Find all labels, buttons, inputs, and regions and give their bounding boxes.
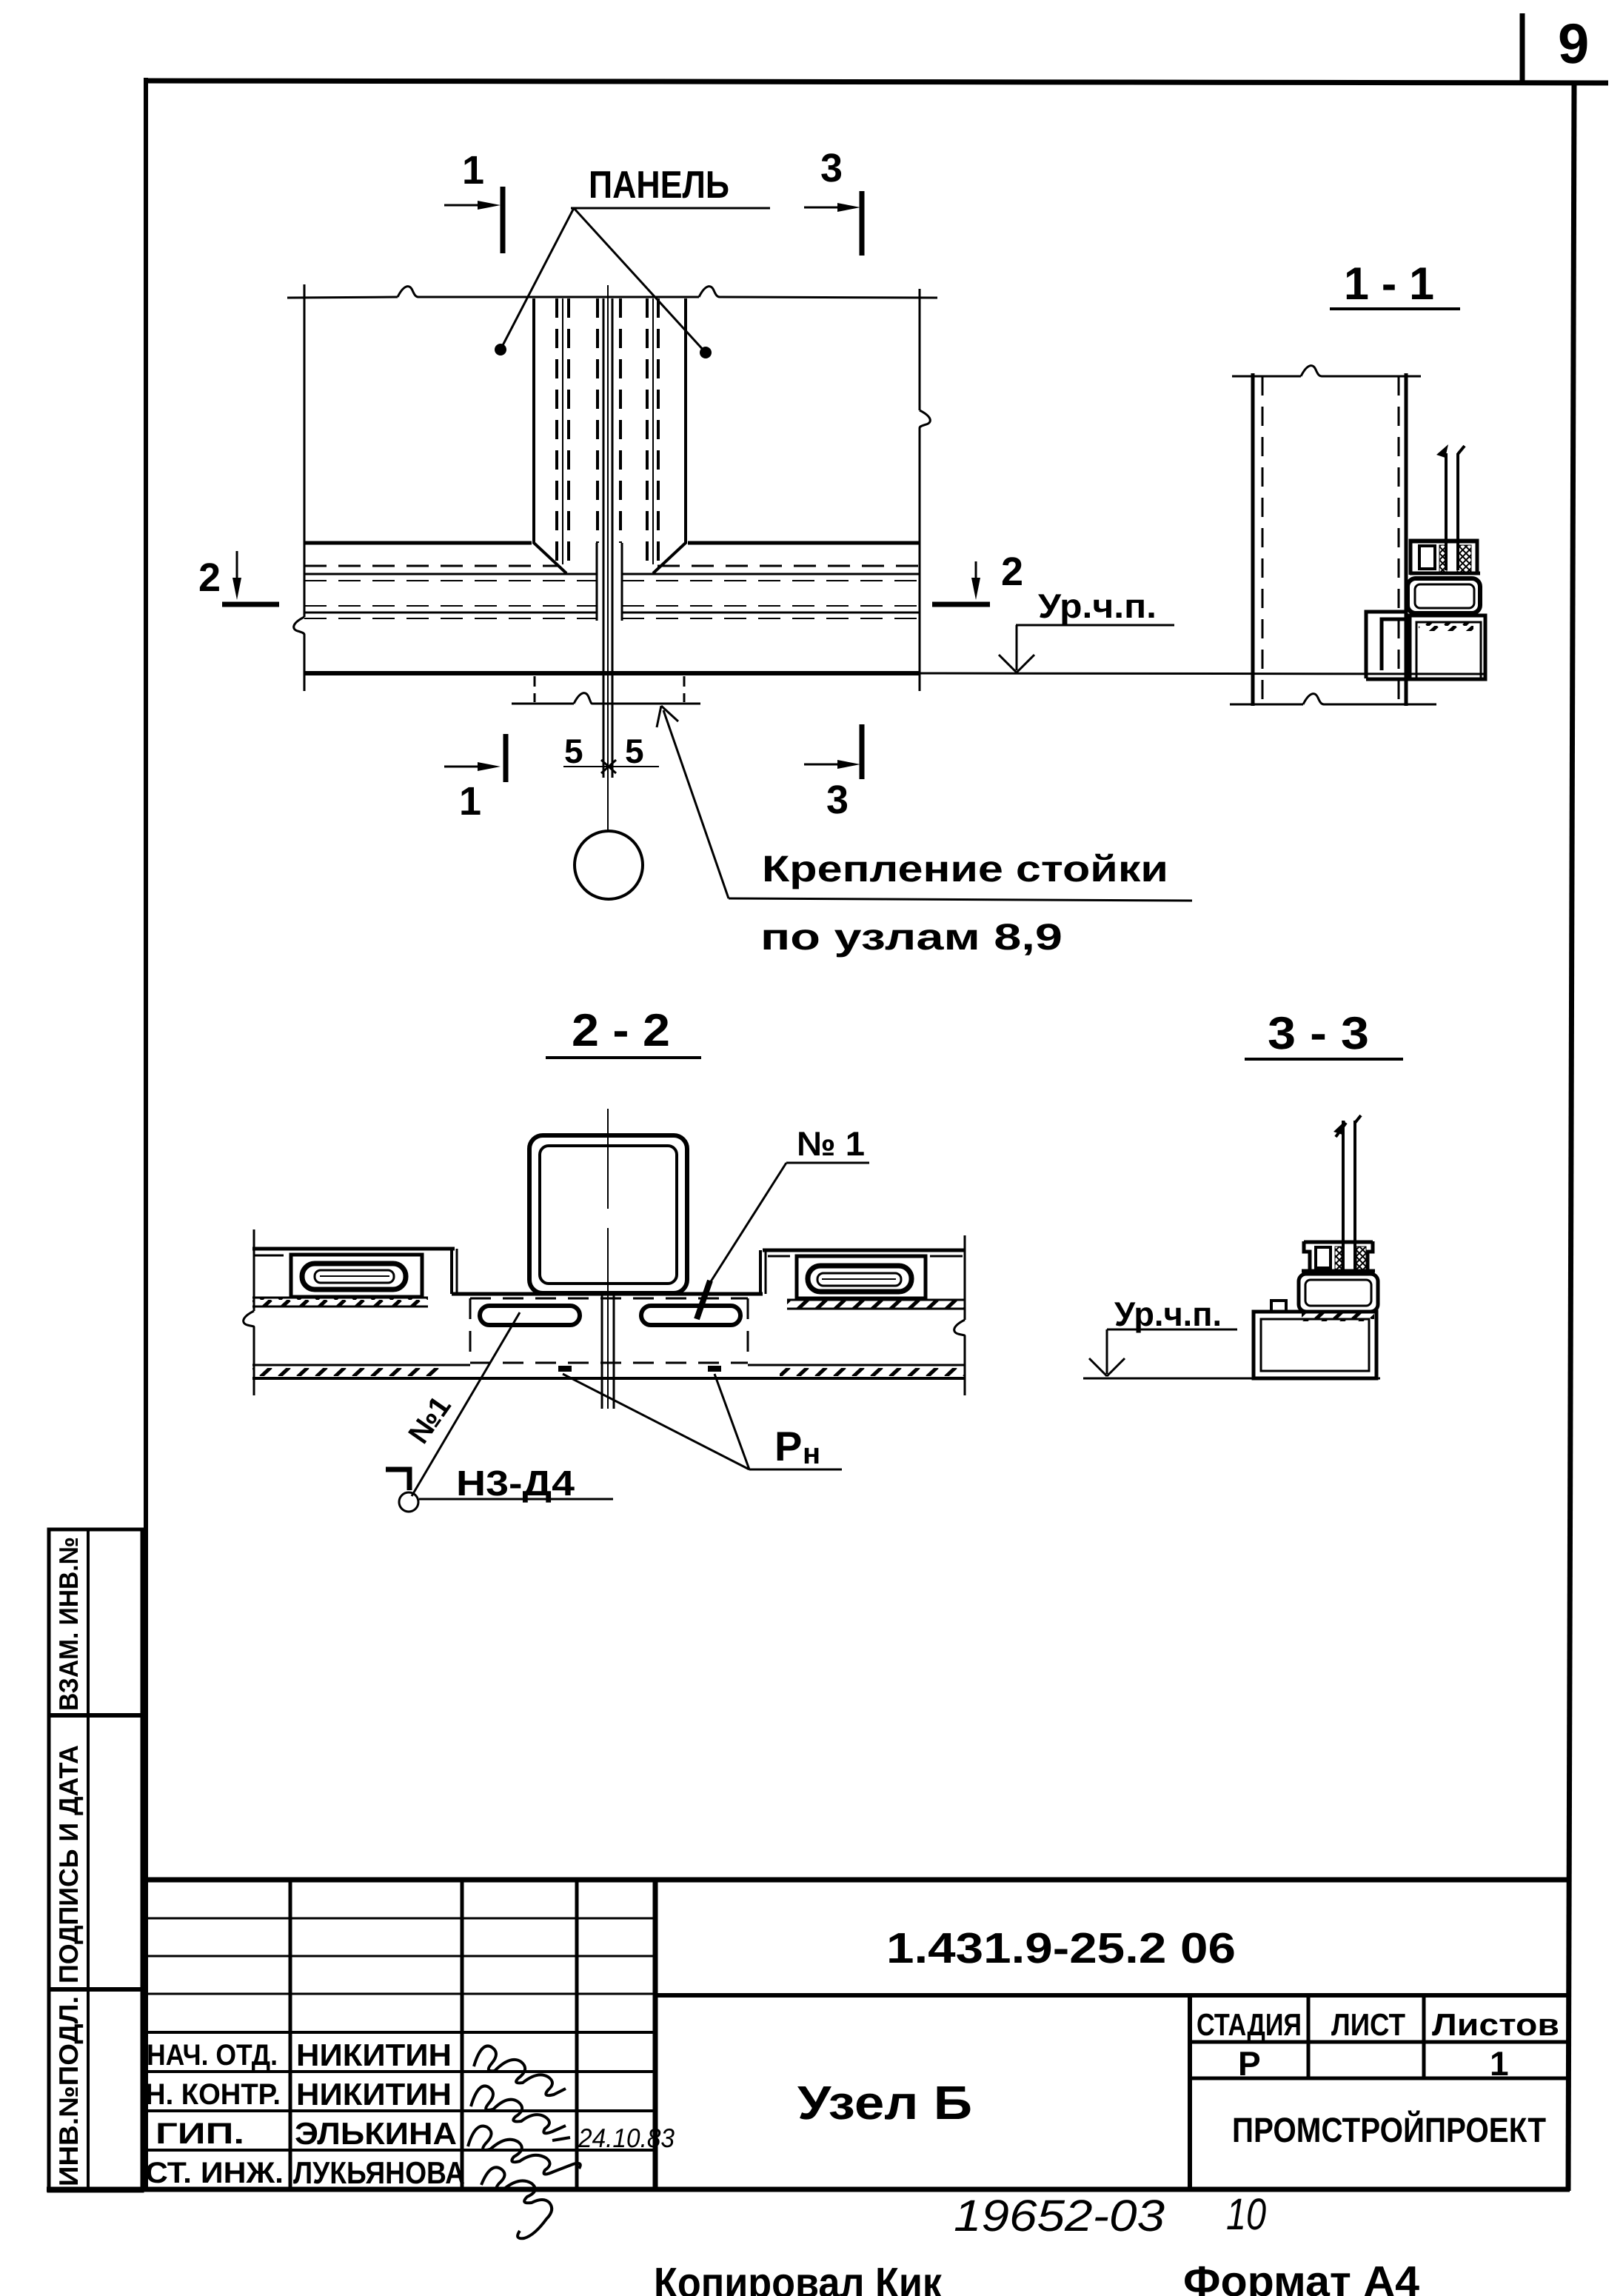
svg-text:ПРОМСТРОЙПРОЕКТ: ПРОМСТРОЙПРОЕКТ bbox=[1232, 2110, 1546, 2149]
svg-text:3: 3 bbox=[820, 146, 843, 190]
svg-text:Формат А4: Формат А4 bbox=[1183, 2257, 1419, 2296]
svg-text:Н. КОНТР.: Н. КОНТР. bbox=[145, 2078, 281, 2111]
svg-text:Ур.ч.п.: Ур.ч.п. bbox=[1038, 587, 1157, 625]
svg-text:НИКИТИН: НИКИТИН bbox=[296, 2038, 452, 2072]
svg-text:10: 10 bbox=[1226, 2189, 1266, 2239]
svg-text:ЭЛЬКИНА: ЭЛЬКИНА bbox=[295, 2116, 457, 2151]
svg-text:№1: №1 bbox=[402, 1390, 457, 1449]
svg-text:2: 2 bbox=[198, 555, 221, 600]
svg-text:ПАНЕЛЬ: ПАНЕЛЬ bbox=[589, 164, 729, 207]
svg-text:5: 5 bbox=[564, 732, 583, 770]
svg-text:3 - 3: 3 - 3 bbox=[1268, 1008, 1369, 1059]
svg-text:19652-03: 19652-03 bbox=[954, 2191, 1165, 2240]
svg-text:ИНВ.№ПОДЛ.: ИНВ.№ПОДЛ. bbox=[53, 1996, 84, 2186]
svg-text:н: н bbox=[803, 1438, 820, 1470]
svg-text:1: 1 bbox=[462, 148, 484, 193]
svg-text:ГИП.: ГИП. bbox=[155, 2118, 244, 2150]
svg-text:24.10.83: 24.10.83 bbox=[578, 2123, 675, 2153]
svg-text:по узлам 8,9: по узлам 8,9 bbox=[760, 916, 1063, 958]
svg-text:ЛИСТ: ЛИСТ bbox=[1331, 2007, 1405, 2042]
svg-text:ЛУКЬЯНОВА: ЛУКЬЯНОВА bbox=[293, 2155, 465, 2190]
svg-text:1 - 1: 1 - 1 bbox=[1344, 258, 1434, 310]
svg-text:5: 5 bbox=[625, 732, 644, 770]
svg-text:ВЗАМ. ИНВ.№: ВЗАМ. ИНВ.№ bbox=[53, 1537, 84, 1711]
svg-text:Ур.ч.п.: Ур.ч.п. bbox=[1114, 1295, 1222, 1333]
svg-text:Р: Р bbox=[774, 1423, 802, 1469]
svg-text:Н3-Д4: Н3-Д4 bbox=[456, 1464, 575, 1504]
svg-text:Копировал Кик: Копировал Кик bbox=[654, 2259, 943, 2296]
svg-text:2: 2 bbox=[1001, 550, 1023, 594]
svg-text:№ 1: № 1 bbox=[797, 1124, 865, 1163]
svg-text:Узел Б: Узел Б bbox=[797, 2076, 972, 2129]
svg-text:Листов: Листов bbox=[1432, 2007, 1559, 2042]
svg-text:Р: Р bbox=[1238, 2044, 1261, 2083]
svg-text:Крепление стойки: Крепление стойки bbox=[762, 848, 1168, 890]
svg-text:СТ. ИНЖ.: СТ. ИНЖ. bbox=[145, 2157, 284, 2189]
svg-text:3: 3 bbox=[826, 778, 849, 822]
svg-text:9: 9 bbox=[1558, 13, 1589, 76]
svg-text:1: 1 bbox=[1490, 2044, 1509, 2083]
svg-text:2 - 2: 2 - 2 bbox=[572, 1005, 670, 1056]
svg-text:СТАДИЯ: СТАДИЯ bbox=[1197, 2007, 1302, 2042]
svg-text:НИКИТИН: НИКИТИН bbox=[296, 2077, 452, 2112]
svg-text:1.431.9-25.2 06: 1.431.9-25.2 06 bbox=[886, 1924, 1236, 1972]
svg-text:ПОДПИСЬ И ДАТА: ПОДПИСЬ И ДАТА bbox=[53, 1745, 84, 1983]
svg-text:1: 1 bbox=[459, 779, 481, 824]
svg-text:НАЧ. ОТД.: НАЧ. ОТД. bbox=[147, 2039, 278, 2072]
